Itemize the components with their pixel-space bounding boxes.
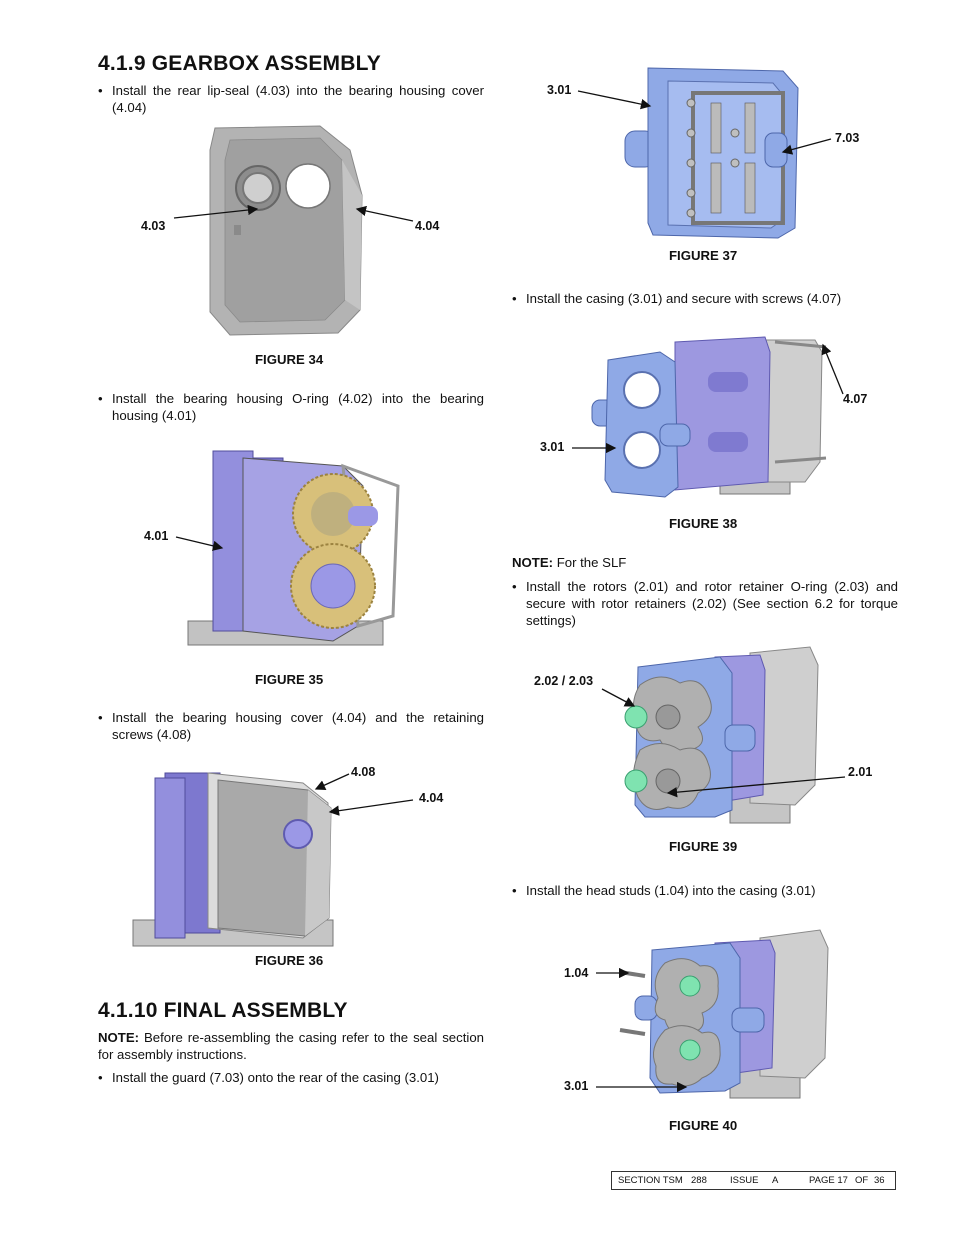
fig40-callout-3-01: 3.01 — [564, 1079, 589, 1093]
fig36-callout-4-04: 4.04 — [419, 791, 444, 805]
fig34-callout-4-03: 4.03 — [141, 219, 166, 233]
section-heading-final-assembly: 4.1.10 FINAL ASSEMBLY — [98, 999, 348, 1022]
section-heading-gearbox: 4.1.9 GEARBOX ASSEMBLY — [98, 52, 381, 75]
step-install-guard: Install the guard (7.03) onto the rear o… — [98, 1069, 484, 1086]
footer-total-pages: 36 — [874, 1175, 885, 1186]
figure-39-caption: FIGURE 39 — [669, 839, 738, 854]
fig37-callout-7-03: 7.03 — [835, 131, 860, 145]
fig38-callout-3-01: 3.01 — [540, 440, 565, 454]
step-install-casing: Install the casing (3.01) and secure wit… — [512, 290, 898, 307]
step-install-bearing-o-ring: Install the bearing housing O-ring (4.02… — [98, 390, 484, 424]
figure-34-image — [209, 125, 363, 336]
figure-37-caption: FIGURE 37 — [669, 248, 738, 263]
footer-page-label: PAGE 17 — [809, 1175, 848, 1186]
figure-38-image — [591, 336, 827, 498]
fig35-callout-4-01: 4.01 — [144, 529, 169, 543]
figure-36-caption: FIGURE 36 — [255, 953, 324, 968]
footer-section-label: SECTION TSM — [618, 1175, 683, 1186]
footer-of-label: OF — [855, 1175, 869, 1186]
slf-note-label: NOTE: — [512, 555, 554, 570]
fig38-callout-4-07: 4.07 — [843, 392, 868, 406]
final-assembly-note: NOTE: Before re-assembling the casing re… — [98, 1029, 484, 1063]
figure-34-caption: FIGURE 34 — [255, 352, 324, 367]
step-install-rotors: Install the rotors (2.01) and rotor reta… — [512, 578, 898, 629]
slf-note-text: For the SLF — [556, 555, 627, 570]
figure-35-image — [187, 450, 400, 646]
figure-39-image — [624, 646, 819, 824]
figure-35-caption: FIGURE 35 — [255, 672, 324, 687]
slf-note: NOTE: For the SLF — [512, 554, 898, 571]
fig36-callout-4-08: 4.08 — [351, 765, 376, 779]
page-footer: SECTION TSM 288 ISSUE A PAGE 17 OF 36 — [611, 1171, 896, 1190]
footer-issue-value: A — [772, 1175, 779, 1186]
figure-38-caption: FIGURE 38 — [669, 516, 738, 531]
fig40-callout-1-04: 1.04 — [564, 966, 589, 980]
figure-37-image — [624, 67, 799, 239]
figure-40-image — [619, 929, 829, 1099]
fig34-callout-4-04: 4.04 — [415, 219, 440, 233]
fig39-callout-2-01: 2.01 — [848, 765, 873, 779]
fig37-callout-3-01: 3.01 — [547, 83, 572, 97]
figure-36-image — [132, 772, 334, 947]
note-text: Before re-assembling the casing refer to… — [98, 1030, 484, 1062]
step-install-bearing-cover: Install the bearing housing cover (4.04)… — [98, 709, 484, 743]
step-install-lip-seal: Install the rear lip-seal (4.03) into th… — [98, 82, 484, 116]
step-install-head-studs: Install the head studs (1.04) into the c… — [512, 882, 898, 899]
footer-section-value: 288 — [691, 1175, 707, 1186]
fig39-callout-2-02-2-03: 2.02 / 2.03 — [534, 674, 594, 688]
figure-40-caption: FIGURE 40 — [669, 1118, 738, 1133]
note-label: NOTE: — [98, 1030, 140, 1045]
footer-issue-label: ISSUE — [730, 1175, 759, 1186]
